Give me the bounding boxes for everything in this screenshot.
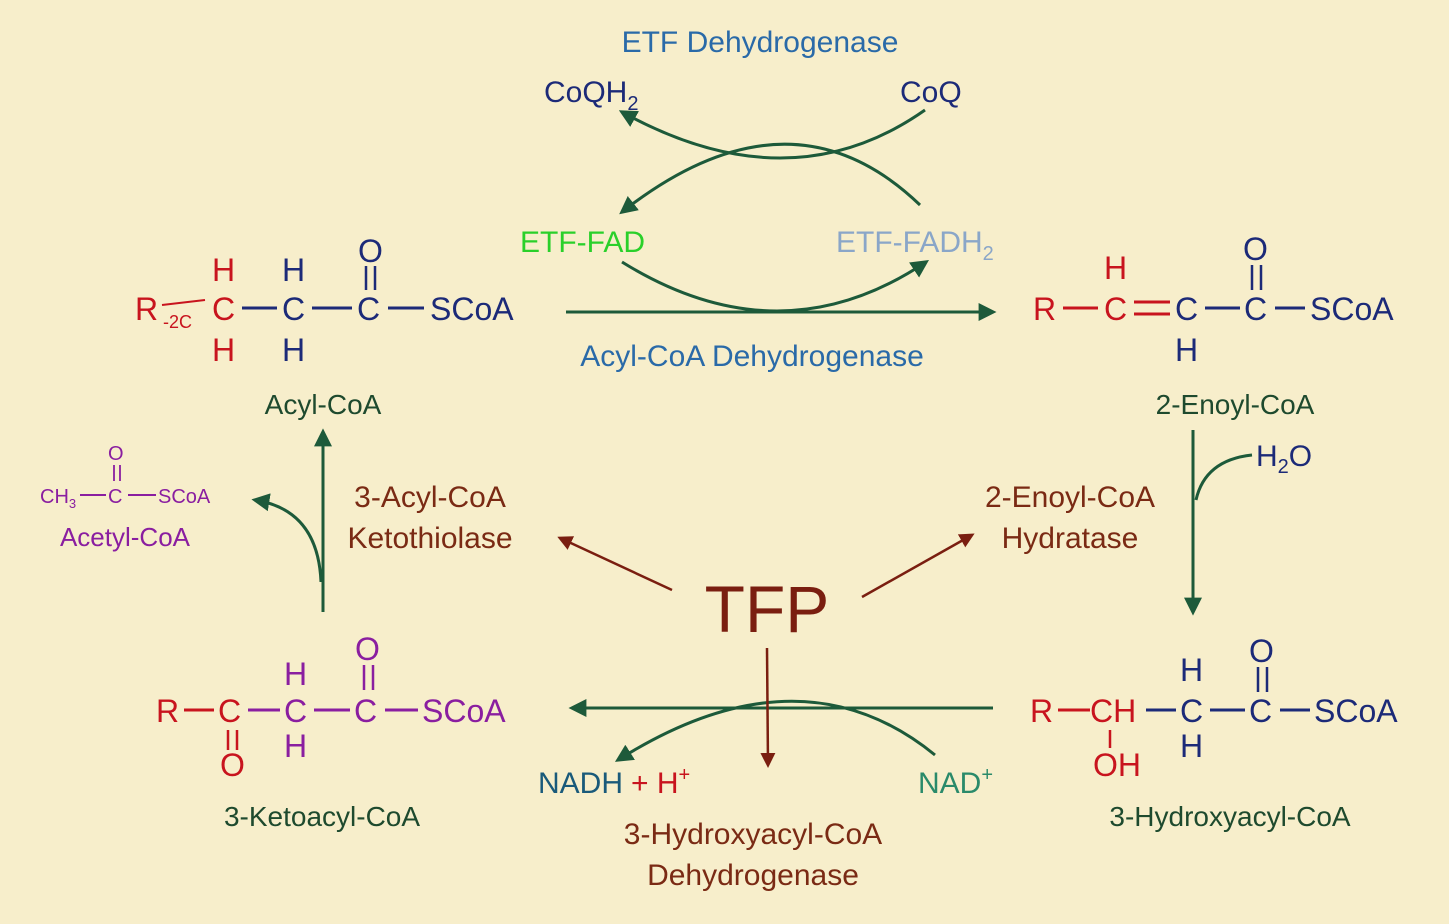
atom-scoa: SCoA xyxy=(422,693,506,729)
arrow-to-acetyl-coa xyxy=(251,493,323,583)
arrow-nad-to-nadh xyxy=(614,699,936,762)
acyl-coa-structure: R -2C C H H C H H C O SCoA xyxy=(135,233,514,368)
etf-cycle-arrows xyxy=(618,108,929,313)
atom-r: R xyxy=(1033,291,1056,327)
atom-r: R xyxy=(135,291,158,327)
atom-scoa: SCoA xyxy=(158,486,211,508)
atom-c3: C xyxy=(354,693,377,729)
atom-h-top: H xyxy=(1180,652,1203,688)
atom-h-top-2: H xyxy=(282,252,305,288)
hydroxyacyl-dehydrogenase-label-2: Dehydrogenase xyxy=(647,859,859,892)
atom-c2: C xyxy=(1180,693,1203,729)
atom-scoa: SCoA xyxy=(1314,693,1398,729)
atom-c2: C xyxy=(1175,291,1198,327)
atom-o: O xyxy=(355,631,380,667)
atom-oh: OH xyxy=(1093,747,1141,783)
atom-minus2c: -2C xyxy=(163,312,192,332)
atom-scoa: SCoA xyxy=(430,291,514,327)
ketothiolase-label-2: Ketothiolase xyxy=(347,522,512,555)
arrow-tfp-to-ketothiolase xyxy=(557,536,673,592)
acyl-coa-dehydrogenase-label: Acyl-CoA Dehydrogenase xyxy=(580,340,924,373)
arrow-h2o-in xyxy=(1194,453,1253,501)
atom-o: O xyxy=(1243,231,1268,267)
etf-fad-label: ETF-FAD xyxy=(520,226,645,259)
atom-c3: C xyxy=(357,291,380,327)
etf-dehydrogenase-label: ETF Dehydrogenase xyxy=(622,26,899,59)
hydroxyacyl-coa-structure: R CH OH C H H C O SCoA xyxy=(1030,633,1398,783)
atom-h-bot-1: H xyxy=(212,332,235,368)
atom-h-bot: H xyxy=(1180,728,1203,764)
acetyl-coa-name: Acetyl-CoA xyxy=(60,522,191,552)
atom-o: O xyxy=(358,233,383,269)
atom-h-top-1: H xyxy=(212,252,235,288)
hydroxyacyl-dehydrogenase-label-1: 3-Hydroxyacyl-CoA xyxy=(624,818,882,851)
atom-o: O xyxy=(1249,633,1274,669)
atom-r: R xyxy=(1030,693,1053,729)
arrow-to-etf-fad xyxy=(619,142,922,215)
hydroxyacyl-coa-name: 3-Hydroxyacyl-CoA xyxy=(1109,801,1350,832)
enoyl-hydratase-label-1: 2-Enoyl-CoA xyxy=(985,481,1155,514)
atom-c3: C xyxy=(1244,291,1267,327)
ketoacyl-coa-name: 3-Ketoacyl-CoA xyxy=(224,801,420,832)
tfp-arrows xyxy=(557,533,975,768)
enoyl-coa-structure: R C H C H C O SCoA xyxy=(1033,231,1394,368)
ketoacyl-coa-structure: R C O C H H C O SCoA xyxy=(156,631,506,783)
atom-ch: CH xyxy=(1090,693,1136,729)
arrow-to-etf-fadh2 xyxy=(621,259,929,313)
atom-h-bot: H xyxy=(284,728,307,764)
atom-r: R xyxy=(156,693,179,729)
atom-c1: C xyxy=(212,291,235,327)
nad-label: NAD+ xyxy=(918,764,993,800)
coq-label: CoQ xyxy=(900,76,962,109)
acetyl-coa-structure: CH3 C O SCoA xyxy=(40,443,211,511)
h2o-label: H2O xyxy=(1256,440,1312,478)
atom-c2: C xyxy=(284,693,307,729)
nadh-label: NADH+ H+ xyxy=(538,764,690,800)
coqh2-label: CoQH2 xyxy=(544,76,638,115)
atom-c: C xyxy=(108,486,122,508)
atom-c1: C xyxy=(1104,291,1127,327)
atom-c3: C xyxy=(1249,693,1272,729)
arrow-tfp-to-dehydrogenase xyxy=(760,647,776,768)
atom-scoa: SCoA xyxy=(1310,291,1394,327)
acyl-coa-name: Acyl-CoA xyxy=(265,389,382,420)
atom-h-bot: H xyxy=(1175,332,1198,368)
atom-c1: C xyxy=(218,693,241,729)
enoyl-coa-name: 2-Enoyl-CoA xyxy=(1156,389,1315,420)
atom-c2: C xyxy=(282,291,305,327)
arrow-tfp-to-hydratase xyxy=(861,533,975,599)
etf-fadh2-label: ETF-FADH2 xyxy=(836,226,994,265)
atom-ch3: CH3 xyxy=(40,486,76,511)
ketothiolase-label-1: 3-Acyl-CoA xyxy=(354,481,506,514)
arrow-coq-to-coqh2 xyxy=(618,108,926,160)
atom-h-top: H xyxy=(284,656,307,692)
tfp-label: TFP xyxy=(705,572,830,646)
atom-h-bot-2: H xyxy=(282,332,305,368)
atom-h-top: H xyxy=(1104,250,1127,286)
atom-o-keto: O xyxy=(220,747,245,783)
atom-o: O xyxy=(108,443,124,465)
enoyl-hydratase-label-2: Hydratase xyxy=(1002,522,1139,555)
